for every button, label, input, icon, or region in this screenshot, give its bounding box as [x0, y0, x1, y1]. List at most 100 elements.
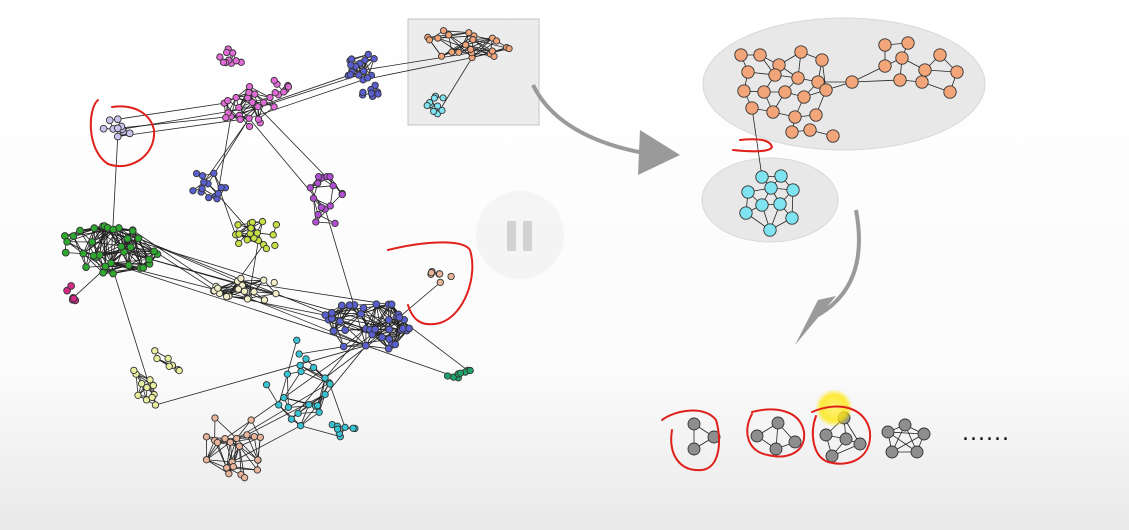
teal-node	[313, 401, 322, 410]
teal-node	[305, 401, 313, 409]
blue-center-node	[336, 317, 344, 326]
green-node	[63, 237, 71, 246]
bridge-edge	[110, 262, 367, 347]
zoom-orange-node	[766, 105, 780, 119]
video-pause-button[interactable]	[470, 185, 570, 285]
cream-node	[222, 292, 231, 301]
blue-center-node	[341, 326, 349, 334]
blue-center-node	[372, 300, 381, 309]
teal-node	[295, 350, 303, 358]
peach-bottom-node	[256, 433, 264, 442]
blue-center-edge	[375, 304, 383, 338]
motif-clique-node	[881, 425, 895, 439]
lavender-node	[113, 132, 122, 141]
zoom-orange-node	[745, 101, 759, 115]
zoom-orange-node	[943, 85, 957, 99]
yellow-green-node	[247, 224, 255, 232]
blue-left-node	[210, 169, 218, 178]
teal-node	[293, 336, 301, 344]
bridge-edge	[437, 57, 473, 115]
teal-node	[302, 355, 310, 363]
teal-node	[296, 361, 304, 370]
cyan-small-node	[430, 107, 438, 115]
magenta-mid-node	[254, 115, 263, 123]
green-node	[107, 259, 115, 267]
zoom-orange-node	[737, 84, 751, 98]
blue-center-node	[345, 301, 354, 310]
blue-top2-node	[359, 88, 367, 97]
purple-node	[317, 203, 325, 212]
green-edge	[112, 238, 128, 274]
magenta-mid-node	[270, 103, 278, 111]
green-node	[117, 242, 126, 251]
zoom-orange-node	[826, 129, 840, 143]
orange-small-edge	[443, 30, 469, 34]
light-yellow-node	[153, 354, 161, 363]
purple-node	[329, 182, 337, 190]
magenta-mid-node	[245, 122, 254, 131]
magenta-mid-node	[251, 90, 259, 98]
yellow-green-node	[269, 231, 277, 239]
zoom-cyan-node	[774, 169, 788, 183]
zoom-cyan-node	[786, 183, 800, 197]
blue-center-node	[398, 324, 407, 333]
orange-small-node	[455, 48, 463, 56]
magenta-top-node	[216, 53, 224, 61]
green-node	[150, 247, 158, 256]
teal-node	[321, 390, 329, 399]
orange-small-node	[438, 52, 446, 60]
circle-annotation-peach	[387, 241, 474, 326]
blue-left-node	[205, 193, 213, 202]
cream-node	[240, 287, 249, 295]
purple-node	[314, 173, 323, 181]
teal-node	[283, 370, 292, 378]
teal-node	[280, 394, 288, 402]
circle-annotation-square	[746, 408, 806, 458]
magenta-mid-node	[254, 103, 262, 111]
blue-top-node	[363, 74, 372, 82]
peach-bottom-node	[229, 462, 237, 471]
bridge-edge	[110, 136, 119, 264]
teal-node	[315, 408, 323, 416]
peach-bottom-node	[202, 433, 211, 441]
blue-center-node	[329, 327, 338, 335]
lavender-node	[99, 124, 108, 133]
green-node	[128, 227, 137, 235]
zoom-cyan-node	[763, 223, 777, 237]
green-node	[101, 262, 110, 271]
cyan-small-node	[434, 102, 442, 110]
zoom-orange-node	[878, 38, 892, 52]
light-yellow-node	[164, 354, 172, 363]
green-edge	[127, 238, 155, 252]
teal-edge	[266, 384, 280, 406]
green-edge	[104, 226, 106, 267]
orange-small-node	[434, 34, 442, 42]
blue-left-node	[192, 169, 201, 178]
blue-left-node	[198, 172, 207, 180]
annotation-layer	[89, 99, 872, 472]
orange-small-edge	[458, 37, 493, 53]
bridge-edge	[117, 117, 250, 137]
peach-bottom-edge	[226, 438, 238, 468]
green-node	[88, 238, 97, 246]
orange-small-edge	[465, 37, 493, 46]
green-edge	[83, 253, 104, 274]
cream-node	[214, 284, 222, 292]
blue-left-node	[214, 189, 222, 198]
zoom-orange-node	[757, 85, 771, 99]
yellow-green-node	[271, 241, 279, 250]
teal-node	[275, 401, 283, 409]
peach-bottom-node	[235, 442, 244, 450]
zoom-orange-node	[815, 53, 829, 67]
bridge-edge	[328, 382, 346, 428]
blue-top-node	[346, 71, 354, 79]
orange-small-node	[505, 45, 513, 53]
peach-bottom-edge	[214, 417, 237, 439]
cream-node	[260, 296, 269, 304]
purple-node	[312, 218, 320, 226]
motif-kite-node	[825, 449, 839, 463]
bridge-edge	[94, 227, 264, 281]
teal-edge	[300, 411, 320, 427]
orange-small-node	[467, 45, 475, 53]
emerald-node	[443, 372, 452, 380]
